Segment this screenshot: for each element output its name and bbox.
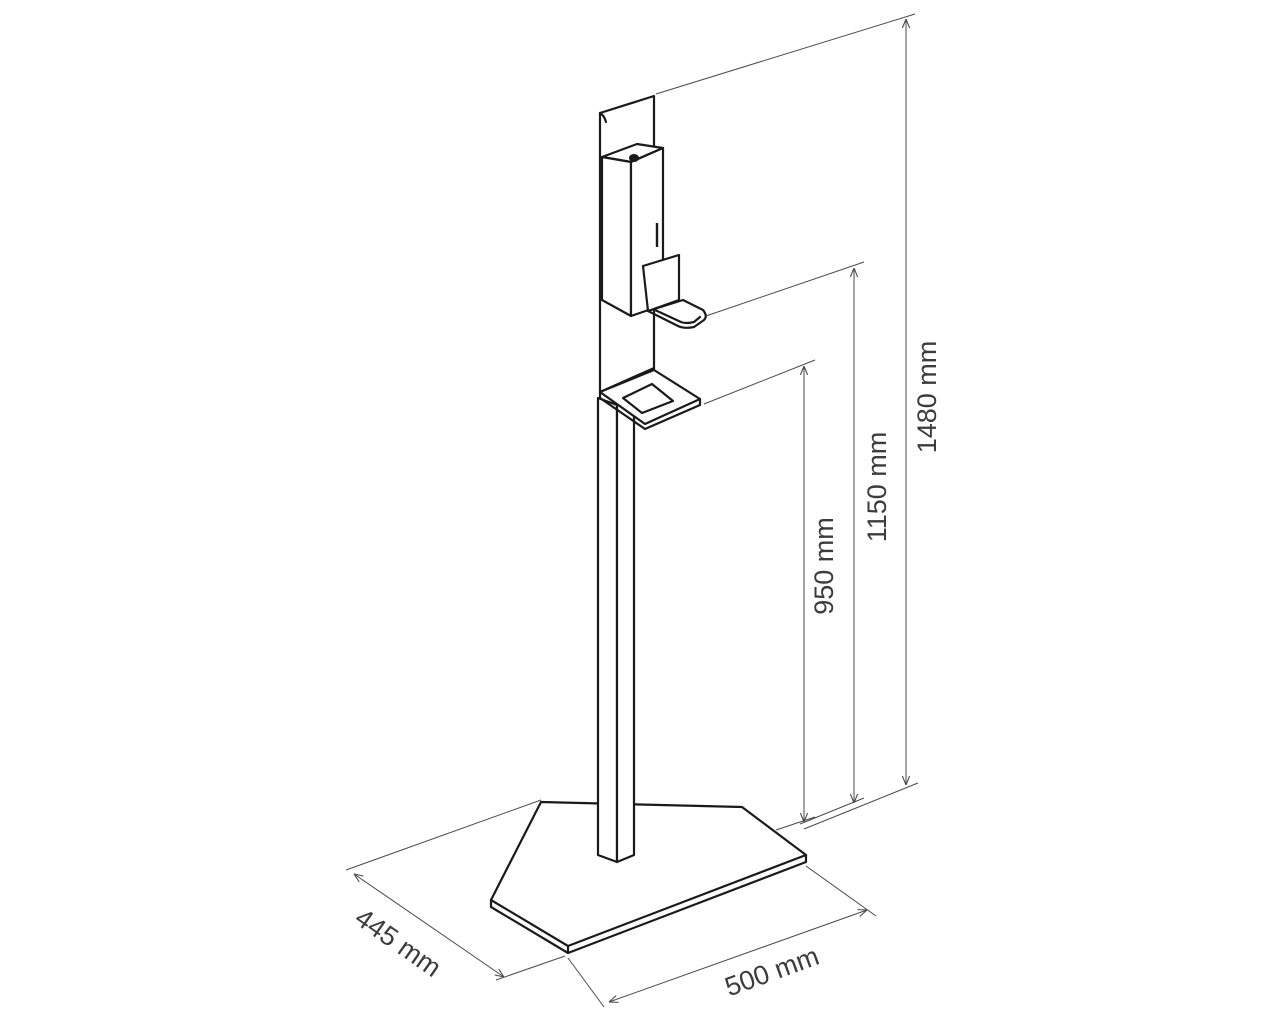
dim-label-445: 445 mm	[350, 902, 447, 983]
dim-label-1150: 1150 mm	[862, 432, 892, 543]
drip-tray	[598, 366, 702, 431]
dim-label-950: 950 mm	[809, 517, 839, 615]
refill-cap-icon	[629, 154, 639, 162]
dimension-lines	[345, 13, 919, 1008]
dim-label-1480: 1480 mm	[912, 341, 942, 454]
dispenser-lever	[641, 253, 707, 329]
dim-label-500: 500 mm	[721, 941, 823, 1003]
base-plate	[489, 800, 808, 955]
stand-pole	[596, 396, 636, 864]
